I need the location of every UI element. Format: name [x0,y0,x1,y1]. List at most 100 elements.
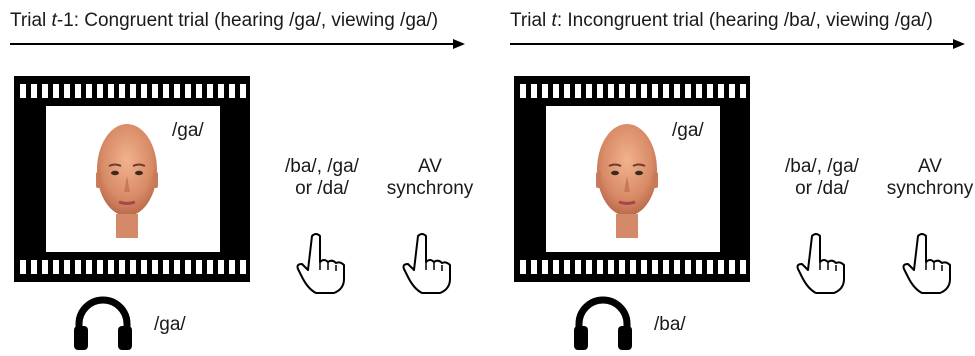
film-sprocket-hole [553,260,559,274]
pointing-hand-icon [796,233,845,294]
film-sprocket-hole [196,260,202,274]
film-sprocket-hole [718,260,724,274]
response-options-line1: /ba/, /ga/ [285,156,359,177]
film-sprocket-hole [575,260,581,274]
film-sprocket-hole [608,84,614,98]
film-sprocket-hole [531,260,537,274]
face-icon [96,124,158,238]
film-sprocket-hole [531,84,537,98]
film-sprocket-hole [240,84,246,98]
title-variable: t [551,10,557,31]
film-sprocket-hole [185,260,191,274]
film-sprocket-hole [718,84,724,98]
film-sprocket-hole [630,84,636,98]
film-sprocket-hole [163,260,169,274]
film-sprocket-hole [608,260,614,274]
film-sprocket-hole [707,260,713,274]
film-sprocket-hole [597,260,603,274]
response-options-line1: /ba/, /ga/ [785,156,859,177]
av-synchrony-label: AV synchrony [880,156,975,200]
trial-panel-incongruent: Trial t: Incongruent trial (hearing /ba/… [500,0,973,356]
film-sprocket-hole [520,84,526,98]
film-sprocket-hole [119,84,125,98]
film-sprocket-hole [31,84,37,98]
film-sprocket-hole [97,260,103,274]
film-sprocket-hole [685,84,691,98]
auditory-syllable: /ga/ [154,314,186,335]
film-sprocket-hole [619,260,625,274]
film-sprocket-hole [141,84,147,98]
film-sprocket-hole [53,260,59,274]
film-sprocket-hole [652,84,658,98]
film-sprocket-hole [729,84,735,98]
title-suffix: -1: Congruent trial (hearing /ga/, viewi… [56,10,439,31]
film-sprocket-hole [641,84,647,98]
film-sprocket-hole [218,260,224,274]
film-sprocket-hole [64,84,70,98]
response-options: /ba/, /ga/ or /da/ [272,156,372,200]
response-options: /ba/, /ga/ or /da/ [772,156,872,200]
film-sprocket-hole [685,260,691,274]
headphones-icon [74,296,132,350]
film-sprocket-hole [185,84,191,98]
face-icon [596,124,658,238]
film-sprocket-hole [564,260,570,274]
film-sprocket-hole [542,260,548,274]
film-sprocket-hole [696,84,702,98]
panel-title: Trial t: Incongruent trial (hearing /ba/… [510,10,933,32]
film-sprocket-hole [674,260,680,274]
film-sprocket-hole [207,84,213,98]
auditory-syllable: /ba/ [654,314,686,335]
sync-line1: AV [418,156,442,177]
film-sprocket-hole [141,260,147,274]
film-sprocket-hole [553,84,559,98]
film-sprocket-hole [31,260,37,274]
sync-line1: AV [918,156,942,177]
film-sprocket-hole [108,84,114,98]
av-synchrony-label: AV synchrony [380,156,480,200]
film-sprocket-hole [597,84,603,98]
title-prefix: Trial [510,10,552,31]
pointing-hand-icon [902,233,951,294]
film-sprocket-hole [229,84,235,98]
film-sprocket-hole [586,84,592,98]
film-sprocket-hole [86,84,92,98]
film-sprocket-hole [696,260,702,274]
response-options-line2: or /da/ [295,178,349,199]
response-options-line2: or /da/ [795,178,849,199]
film-sprocket-hole [674,84,680,98]
film-sprocket-hole [240,260,246,274]
title-prefix: Trial [10,10,52,31]
film-sprocket-hole [729,260,735,274]
film-sprocket-hole [652,260,658,274]
film-sprocket-hole [740,84,746,98]
title-suffix: : Incongruent trial (hearing /ba/, viewi… [556,10,933,31]
film-sprocket-hole [707,84,713,98]
film-sprocket-hole [520,260,526,274]
film-sprocket-hole [64,260,70,274]
film-sprocket-hole [42,84,48,98]
film-sprocket-hole [619,84,625,98]
panel-title: Trial t-1: Congruent trial (hearing /ga/… [10,10,438,32]
sync-line2: synchrony [886,178,974,199]
film-sprocket-hole [218,84,224,98]
film-sprocket-hole [119,260,125,274]
title-variable: t [51,10,57,31]
film-sprocket-hole [53,84,59,98]
film-sprocket-hole [86,260,92,274]
trial-panel-congruent: Trial t-1: Congruent trial (hearing /ga/… [0,0,473,356]
film-sprocket-hole [97,84,103,98]
film-sprocket-hole [163,84,169,98]
film-sprocket-hole [542,84,548,98]
film-sprocket-hole [207,260,213,274]
headphones-icon [574,296,632,350]
film-sprocket-hole [20,84,26,98]
film-sprocket-hole [152,84,158,98]
film-sprocket-hole [42,260,48,274]
pointing-hand-icon [402,233,451,294]
film-sprocket-hole [130,260,136,274]
film-sprocket-hole [75,84,81,98]
timeline-arrow [10,39,465,49]
film-sprocket-hole [75,260,81,274]
film-sprocket-hole [663,260,669,274]
